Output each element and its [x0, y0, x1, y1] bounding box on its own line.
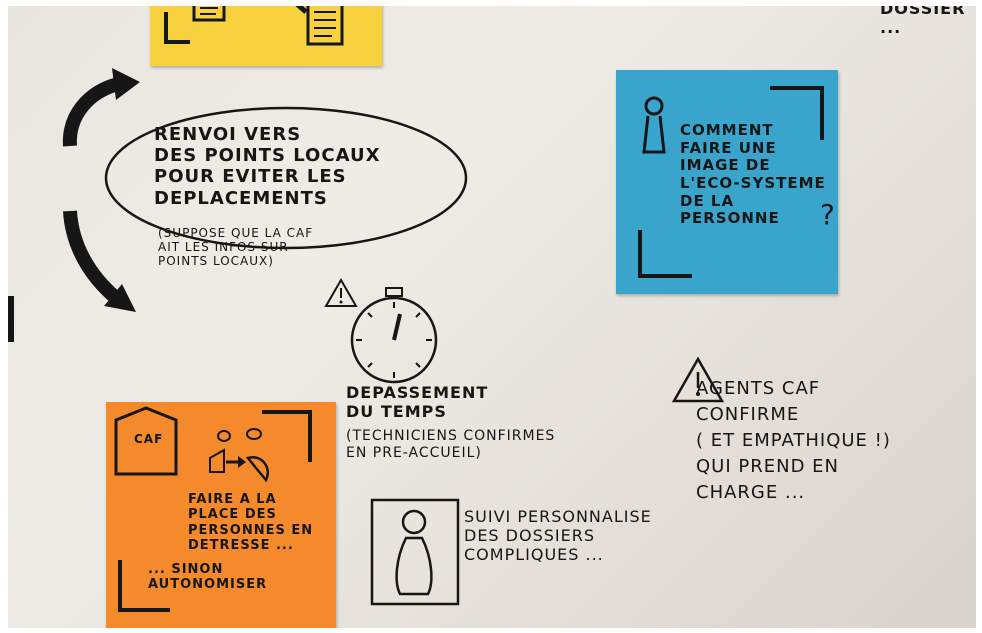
top-right-text: DOSSIER ... [880, 6, 966, 37]
whiteboard: DOSSIER ... RENVOI VERS DES POINTS LOCAU… [8, 6, 976, 628]
blue-postit: COMMENT FAIRE UNE IMAGE DE L'ECO-SYSTEME… [616, 70, 838, 294]
warning-icon [324, 277, 358, 307]
time-overrun-text: DEPASSEMENT DU TEMPS [346, 383, 489, 421]
blue-postit-text: COMMENT FAIRE UNE IMAGE DE L'ECO-SYSTEME… [680, 121, 826, 228]
orange-postit-sketch [114, 406, 312, 612]
referral-subtext: (SUPPOSE QUE LA CAF AIT LES INFOS SUR PO… [158, 226, 314, 269]
time-overrun-subtext: (TECHNICIENS CONFIRMES EN PRE-ACCUEIL) [346, 428, 556, 461]
orange-postit: CAF FAIRE A LA PLACE DES PERSONNES EN DE… [106, 402, 336, 628]
portrait-frame-icon [370, 498, 460, 606]
stopwatch-icon [350, 287, 438, 384]
orange-postit-subtext: ... SINON AUTONOMISER [148, 562, 268, 593]
agents-text: AGENTS CAF CONFIRME ( ET EMPATHIQUE !) Q… [696, 378, 891, 504]
orange-postit-text: FAIRE A LA PLACE DES PERSONNES EN DETRES… [188, 492, 314, 553]
referral-text: RENVOI VERS DES POINTS LOCAUX POUR EVITE… [154, 124, 381, 209]
caf-badge: CAF [134, 432, 164, 446]
speech-bubble [104, 106, 468, 250]
warning-large-icon [671, 356, 725, 403]
document-sketch-icon [164, 6, 344, 46]
personalized-follow-up-text: SUIVI PERSONNALISE DES DOSSIERS COMPLIQU… [464, 507, 652, 564]
yellow-postit [150, 6, 382, 66]
blue-postit-question: ? [820, 198, 836, 231]
curved-arrows [8, 68, 140, 342]
person-icon [638, 86, 824, 278]
